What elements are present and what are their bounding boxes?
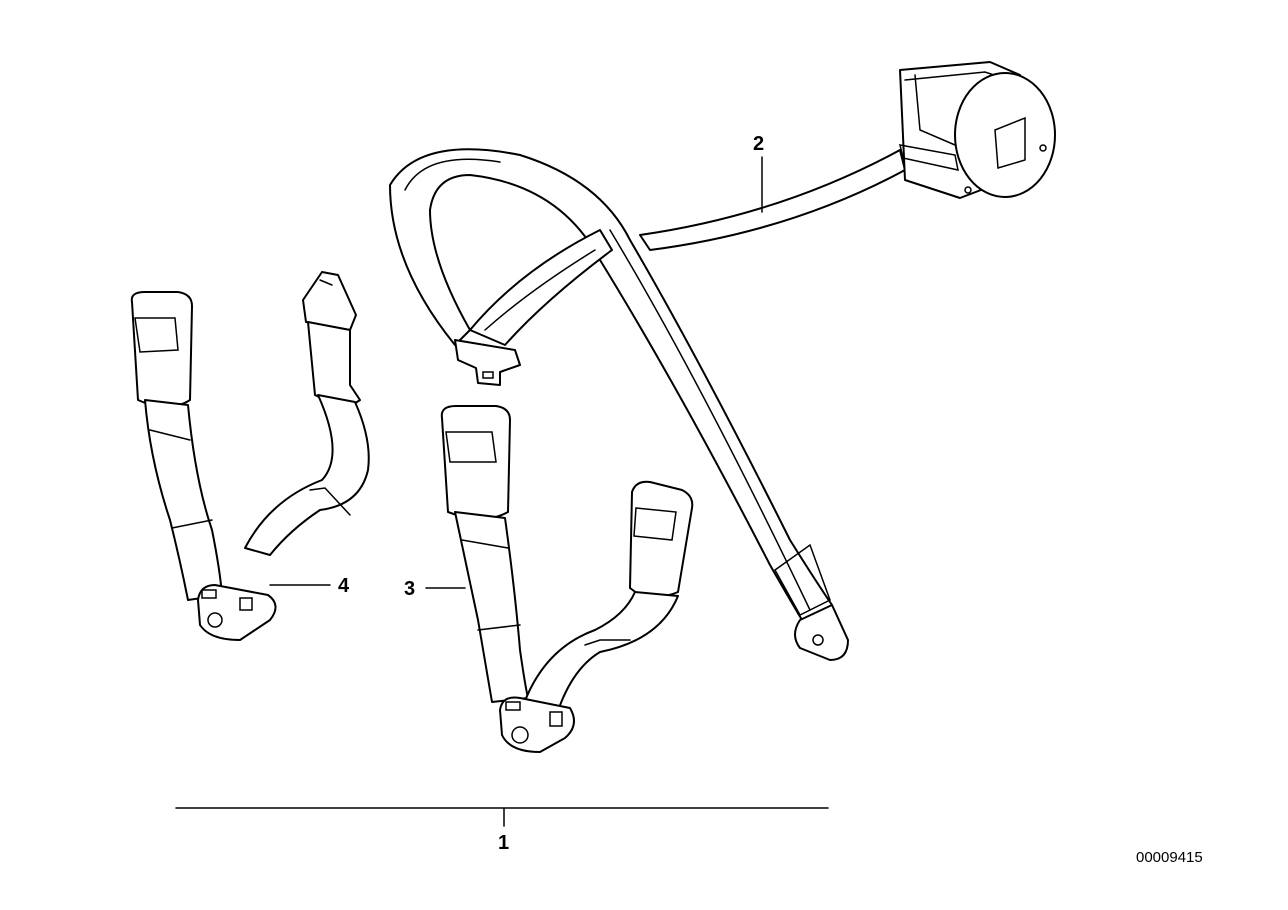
diagram-reference-number: 00009415 [1136, 849, 1203, 866]
callout-3[interactable]: 3 [404, 578, 415, 600]
callout-2[interactable]: 2 [753, 133, 764, 155]
callout-1[interactable]: 1 [498, 832, 509, 854]
lap-belt-centre[interactable] [440, 405, 694, 753]
lap-belt-left[interactable] [130, 271, 370, 641]
upper-belt-with-retractor[interactable] [389, 61, 1056, 661]
callout-4[interactable]: 4 [338, 575, 350, 597]
